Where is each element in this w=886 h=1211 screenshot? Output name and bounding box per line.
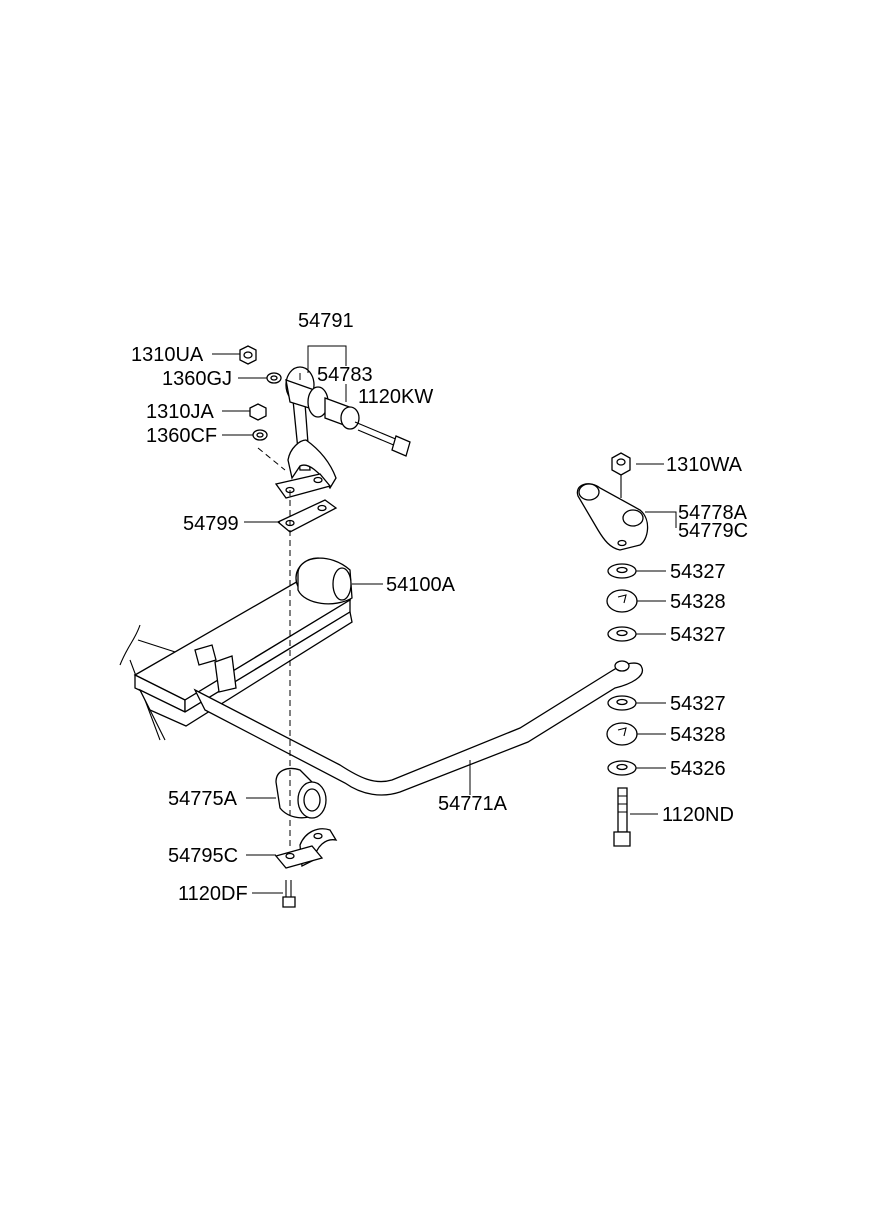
bushing-54328-2 xyxy=(606,722,638,746)
bushing-54328-1 xyxy=(606,589,638,613)
bolt-1120nd xyxy=(613,787,631,847)
stabilizer-bar xyxy=(193,660,644,796)
label-54775a: 54775A xyxy=(168,788,238,810)
label-54791: 54791 xyxy=(298,310,354,332)
label-54327-2: 54327 xyxy=(670,624,726,646)
link-plate-54778a xyxy=(576,483,649,551)
label-54326: 54326 xyxy=(670,758,726,780)
label-54799: 54799 xyxy=(183,513,239,535)
label-54328-2: 54328 xyxy=(670,724,726,746)
alignment-line-upper xyxy=(257,447,286,471)
label-1360cf: 1360CF xyxy=(146,425,217,447)
nut-1310wa xyxy=(611,452,631,476)
washer-54327-3 xyxy=(607,695,637,711)
bracket-54795c xyxy=(274,828,338,869)
leader-lines xyxy=(212,345,677,894)
leaf-spring-illustration xyxy=(133,557,353,741)
label-1360gj: 1360GJ xyxy=(162,368,232,390)
washer-1360gj xyxy=(266,372,282,384)
label-1120df: 1120DF xyxy=(178,883,248,905)
washer-54327-1 xyxy=(607,563,637,579)
bolt-1120df xyxy=(282,880,296,908)
label-54328-1: 54328 xyxy=(670,591,726,613)
label-54771a: 54771A xyxy=(438,793,508,815)
washer-54326 xyxy=(607,760,637,776)
washer-54327-2 xyxy=(607,626,637,642)
label-1120nd: 1120ND xyxy=(662,804,734,826)
nut-1310ja xyxy=(249,403,267,421)
washer-1360cf xyxy=(252,429,268,441)
label-54779c: 54779C xyxy=(678,520,748,542)
nut-1310ua xyxy=(239,345,257,365)
label-1310ua: 1310UA xyxy=(131,344,204,366)
label-54778a: 54778A xyxy=(678,502,748,524)
label-1310wa: 1310WA xyxy=(666,454,743,476)
upper-link-assembly xyxy=(274,366,411,499)
plate-54799 xyxy=(276,499,338,533)
label-1310ja: 1310JA xyxy=(146,401,214,423)
label-54100a: 54100A xyxy=(386,574,456,596)
label-54327-1: 54327 xyxy=(670,561,726,583)
label-54327-3: 54327 xyxy=(670,693,726,715)
bushing-54775a xyxy=(275,767,327,819)
label-54783: 54783 xyxy=(317,364,373,386)
label-54795c: 54795C xyxy=(168,845,238,867)
label-1120kw: 1120KW xyxy=(358,386,433,408)
